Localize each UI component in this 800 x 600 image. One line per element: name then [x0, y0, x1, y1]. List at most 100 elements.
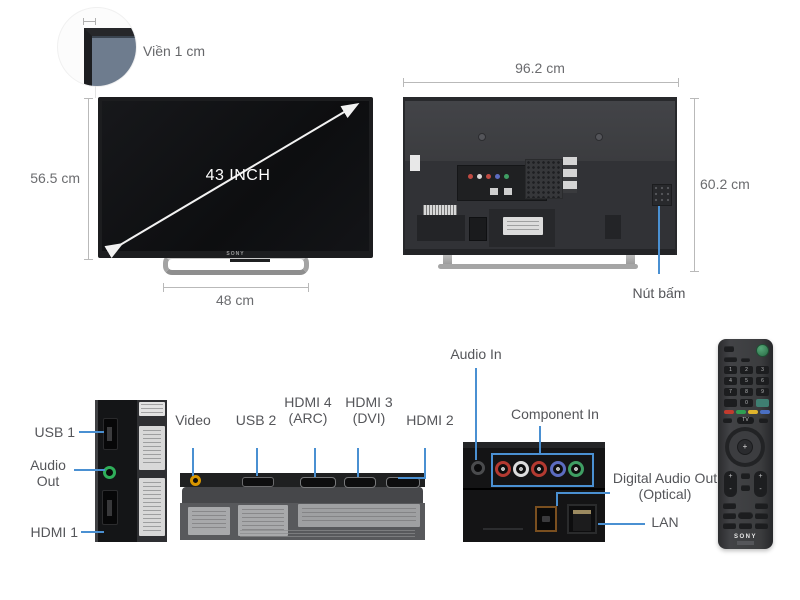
- video-in-sticker: [188, 507, 230, 535]
- back-lower-left-panel: [417, 215, 465, 241]
- remote-control: 1 2 3 4 5 6 7 8 9 0 TV + + - +: [718, 339, 773, 549]
- side-usb-audio-sticker: [139, 426, 165, 470]
- component-jack-red-2: [531, 461, 547, 477]
- back-jack-green: [504, 174, 509, 179]
- remote-digit-0: 0: [740, 399, 753, 407]
- hdmi2-leader-horizontal: [398, 477, 426, 479]
- remote-digit-4: 4: [724, 377, 737, 385]
- back-jack-red-1: [468, 174, 473, 179]
- back-bottom-edge: [405, 249, 675, 255]
- component-jack-blue: [550, 461, 566, 477]
- remote-digit-8: 8: [740, 388, 753, 396]
- digital-audio-label: Digital Audio Out (Optical): [612, 470, 718, 502]
- component-jack-red-1: [495, 461, 511, 477]
- remote-rewind-button: [723, 513, 736, 519]
- remote-help-button: [755, 503, 768, 509]
- rear-panel-groove: [483, 528, 523, 530]
- audio-out-label: Audio Out: [30, 457, 66, 489]
- bezel-width-bracket: [83, 18, 96, 25]
- remote-guide-button: [756, 399, 769, 407]
- video-label: Video: [175, 412, 211, 428]
- bottom-port-panel: [180, 473, 425, 540]
- remote-tv-button: TV: [737, 417, 754, 424]
- remote-input-button: [724, 346, 734, 352]
- remote-number-pad: 1 2 3 4 5 6 7 8 9 0: [724, 366, 769, 407]
- back-barcode-sticker: [423, 205, 457, 216]
- back-top-edge: [405, 97, 675, 101]
- lan-port: [567, 504, 597, 534]
- lan-leader: [598, 523, 645, 525]
- tv-front-neck: [230, 256, 270, 262]
- remote-dpad: +: [725, 427, 765, 467]
- optical-port: [535, 506, 557, 532]
- tv-front: SONY 43 INCH: [98, 97, 373, 258]
- remote-digit-7: 7: [724, 388, 737, 396]
- back-height-measure: [690, 98, 699, 272]
- back-power-inlet: [469, 217, 487, 241]
- bezel-detail-circle: [57, 7, 137, 87]
- remote-sony-logo: SONY: [733, 534, 757, 540]
- video-leader: [192, 448, 194, 476]
- usb1-label: USB 1: [34, 424, 75, 440]
- remote-digit-9: 9: [756, 388, 769, 396]
- side-hdmi-mhl-sticker: [139, 478, 165, 536]
- bezel-detail-label: Viền 1 cm: [143, 43, 205, 59]
- stand-width-measure: [163, 283, 309, 292]
- component-in-leader: [539, 426, 541, 453]
- hdmi4-leader: [314, 448, 316, 477]
- audio-in-label: Audio In: [450, 346, 502, 362]
- rear-panel-divider: [463, 488, 605, 490]
- bezel-connector-line: [95, 86, 96, 98]
- back-stand-bar: [438, 264, 638, 269]
- back-center-lower-panel: [489, 209, 555, 247]
- remote-audio-button: [723, 503, 736, 509]
- remote-info-button: [759, 418, 768, 423]
- hdmi1-port: [102, 490, 118, 525]
- rear-panel-top-edge: [463, 442, 605, 448]
- remote-digit-5: 5: [740, 377, 753, 385]
- remote-stop-button: [739, 523, 752, 529]
- back-stand-leg-left: [443, 253, 452, 268]
- hdmi2-leader: [424, 448, 426, 479]
- remote-mute-button: [741, 485, 750, 491]
- side-port-panel: [95, 400, 167, 542]
- hdmi1-leader: [81, 531, 104, 533]
- back-stand-leg-right: [626, 253, 635, 268]
- tv-back: [403, 97, 677, 255]
- remote-power-button: [756, 344, 769, 357]
- usb2-port: [242, 477, 274, 487]
- hdmi3-label: HDMI 3 (DVI): [345, 394, 393, 426]
- back-screw-2: [595, 133, 603, 141]
- remote-digit-6: 6: [756, 377, 769, 385]
- remote-home-button: [741, 473, 750, 479]
- hdmi3-port: [344, 477, 376, 488]
- component-jack-green: [568, 461, 584, 477]
- remote-color-red-button: [724, 410, 734, 414]
- remote-dpad-center: +: [737, 439, 753, 455]
- rear-port-panel: [463, 442, 605, 542]
- remote-prog-rocker: + -: [754, 471, 767, 497]
- digital-audio-leader-h: [556, 492, 610, 494]
- back-control-buttons: [652, 184, 672, 206]
- usb2-leader: [256, 448, 258, 476]
- back-port-icon-1: [490, 188, 498, 195]
- screen-size-label: 43 INCH: [205, 167, 271, 184]
- front-height-label: 56.5 cm: [30, 170, 80, 186]
- usb1-port: [103, 418, 118, 450]
- back-jack-blue: [495, 174, 500, 179]
- remote-volume-rocker: + -: [724, 471, 737, 497]
- back-left-sticker: [410, 155, 420, 171]
- remote-color-blue-button: [760, 410, 770, 414]
- hdmi-in-sticker: [298, 504, 420, 527]
- audio-in-leader: [475, 368, 477, 460]
- remote-subtitle-button: [724, 399, 737, 407]
- hdmi1-label: HDMI 1: [30, 524, 78, 540]
- component-in-highlight-box: [491, 453, 594, 487]
- remote-epg-button: [723, 418, 732, 423]
- lan-label: LAN: [651, 514, 679, 530]
- back-vent-grille: [525, 159, 563, 199]
- component-in-label: Component In: [511, 406, 599, 422]
- back-upper-panel: [405, 101, 675, 161]
- remote-prev-button: [723, 523, 736, 529]
